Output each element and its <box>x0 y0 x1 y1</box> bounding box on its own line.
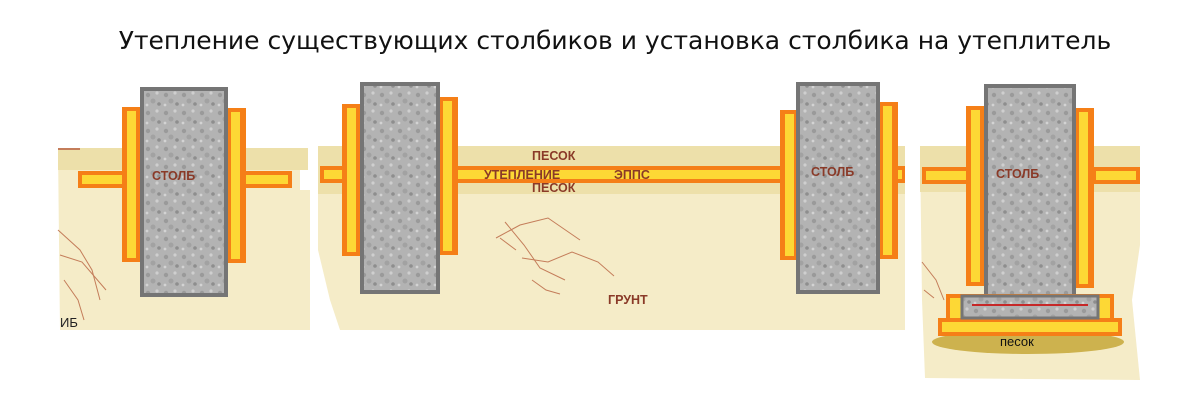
soil-cracks <box>921 261 945 301</box>
concrete-post-left <box>360 82 440 294</box>
soil-cracks <box>57 229 107 321</box>
sand-bottom-label: ПЕСОК <box>532 181 576 195</box>
concrete-foot-slab <box>960 294 1100 320</box>
concrete-post <box>140 87 228 297</box>
post-label: СТОЛБ <box>996 167 1039 181</box>
author-initials: ИБ <box>60 315 78 330</box>
epps-label: ЭППС <box>614 168 650 182</box>
sand-base-label: песок <box>1000 334 1034 349</box>
sand-top-label: ПЕСОК <box>532 149 576 163</box>
insulation-label: УТЕПЛЕНИЕ <box>484 168 560 182</box>
soil-label: ГРУНТ <box>608 293 648 307</box>
panel-two-posts-with-slab: ПЕСОК УТЕПЛЕНИЕ ЭППС ПЕСОК СТОЛБ ГРУНТ <box>318 82 905 330</box>
diagram-title: Утепление существующих столбиков и устан… <box>118 26 1112 55</box>
post-label: СТОЛБ <box>811 165 854 179</box>
post-label: СТОЛБ <box>152 169 195 183</box>
concrete-post <box>984 84 1076 298</box>
panel-existing-post-insulated: СТОЛБ <box>57 87 310 330</box>
panel-post-on-insulation: СТОЛБ песок <box>920 84 1140 380</box>
soil-cracks <box>495 217 615 295</box>
concrete-post-right <box>796 82 880 294</box>
